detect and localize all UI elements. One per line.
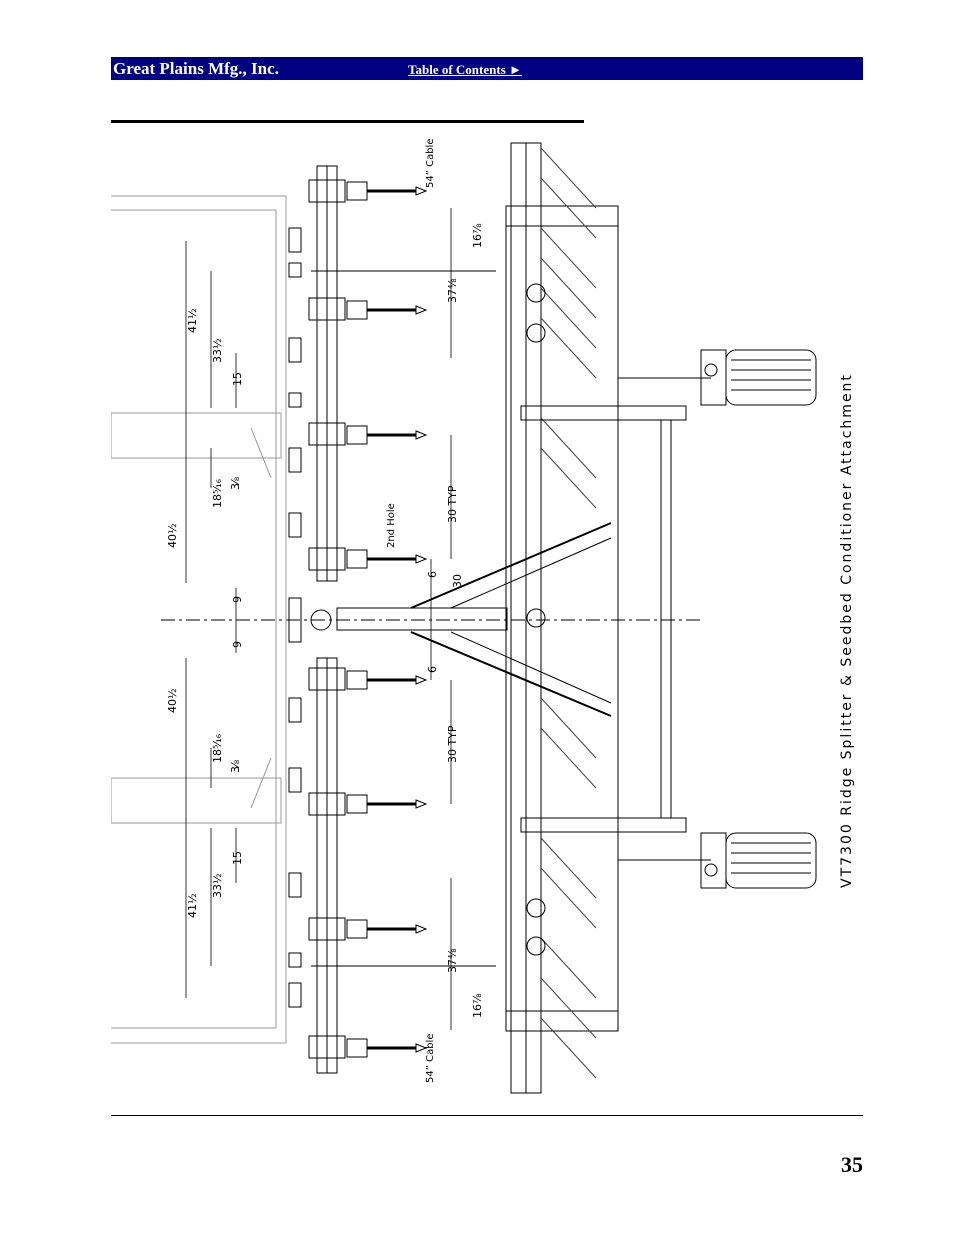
dim-37-upper: 37⁴⁄₈: [446, 278, 459, 303]
dim-18-lower: 18⁵⁄₁₆: [211, 733, 224, 763]
dim-9-upper: 9: [231, 596, 244, 603]
company-name: Great Plains Mfg., Inc.: [113, 59, 279, 78]
dim-30: 30: [451, 574, 464, 588]
conditioner-reel: [540, 147, 597, 1079]
gauge-wheel-lower: [700, 832, 817, 889]
hitch-pin: [310, 609, 332, 631]
dim-3-lower: 3⁄₈: [229, 759, 242, 773]
dim-6-lower: 6: [426, 666, 439, 673]
page-number: 35: [841, 1152, 863, 1177]
wheel-arm-lower: [520, 817, 687, 833]
dim-40-lower: 40½: [166, 688, 179, 713]
rear-frame: [505, 205, 619, 1032]
toolbar-frame-outline: [111, 195, 287, 1044]
hitch-tongue: [336, 607, 508, 631]
dim-15-lower: 15: [231, 851, 244, 865]
dim-16-upper: 16⁷⁄₈: [471, 223, 484, 248]
table-of-contents-link[interactable]: Table of Contents ►: [408, 62, 522, 77]
technical-drawing: 54” Cable 54” Cable 2nd Hole 41½ 33½ 15 …: [111, 138, 863, 1103]
drawing-svg: 54” Cable 54” Cable 2nd Hole 41½ 33½ 15 …: [111, 139, 855, 1094]
gauge-wheel-upper: [700, 349, 817, 406]
dim-41-upper: 41½: [186, 308, 199, 333]
dim-6-upper: 6: [426, 571, 439, 578]
upper-cable-label: 54” Cable: [425, 139, 436, 188]
dim-3-upper: 3⁄₈: [229, 476, 242, 490]
hole-label: 2nd Hole: [386, 503, 397, 548]
dim-15-upper: 15: [231, 372, 244, 386]
mount-brackets: [288, 227, 302, 1008]
dim-18-upper: 18⁵⁄₁₆: [211, 478, 224, 508]
lower-cable-label: 54” Cable: [425, 1034, 436, 1083]
dim-33-lower: 33½: [211, 873, 224, 898]
dim-30-typ-lower: 30 TYP: [446, 725, 459, 763]
dim-37-lower: 37⁴⁄₈: [446, 948, 459, 973]
wheel-arm-upper: [520, 405, 687, 421]
dim-41-lower: 41½: [186, 893, 199, 918]
header-bar: Great Plains Mfg., Inc. Table of Content…: [111, 57, 863, 80]
figure-title: VT7300 Ridge Splitter & Seedbed Conditio…: [839, 373, 855, 888]
dimension-lines: [185, 208, 452, 1030]
shank-points: [346, 181, 428, 1058]
dim-16-lower: 16⁷⁄₈: [471, 993, 484, 1018]
top-divider: [111, 120, 584, 123]
dim-33-upper: 33½: [211, 338, 224, 363]
dim-40-upper: 40½: [166, 523, 179, 548]
dim-9-lower: 9: [231, 641, 244, 648]
reel-bearings: [526, 283, 546, 956]
bottom-divider: [111, 1115, 863, 1116]
shank-clamps: [308, 179, 346, 1059]
dim-30-typ-upper: 30 TYP: [446, 485, 459, 523]
